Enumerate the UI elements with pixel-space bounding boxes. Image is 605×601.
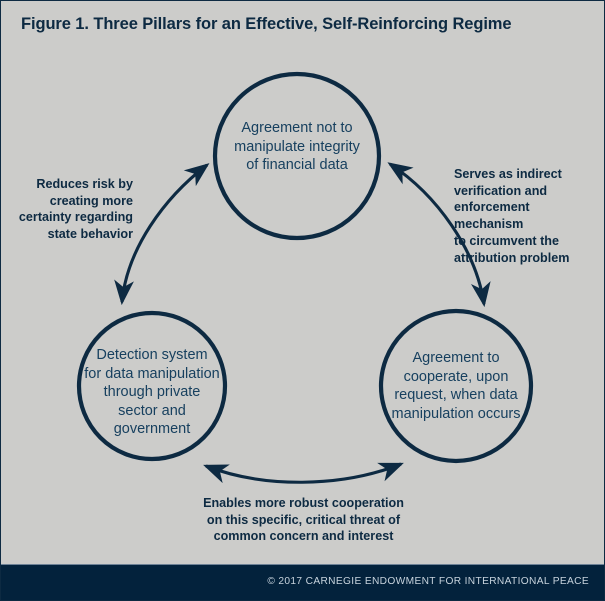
connector-label-line: creating more (49, 193, 133, 208)
figure-title: Figure 1. Three Pillars for an Effective… (21, 15, 512, 33)
footer-bar: © 2017 CARNEGIE ENDOWMENT FOR INTERNATIO… (1, 564, 604, 600)
connector-label-line: on this specific, critical threat of (206, 512, 401, 527)
node-circle-left (76, 310, 228, 462)
node-circle-right (378, 308, 534, 464)
node-label-line: Agreement not to (241, 120, 353, 136)
connector-label-line: attribution problem (454, 250, 570, 265)
node-label-line: request, when data (394, 387, 518, 404)
node-label-line: manipulate integrity (234, 138, 360, 155)
connector-arrow-right (387, 162, 491, 308)
connector-label-line: Serves as indirect (454, 167, 562, 181)
copyright-text: © 2017 CARNEGIE ENDOWMENT FOR INTERNATIO… (267, 576, 589, 587)
node-label-right: Agreement to cooperate, upon request, wh… (379, 349, 533, 423)
connector-label-left: Reduces risk by creating more certainty … (11, 176, 133, 243)
node-label-line: of financial data (246, 157, 348, 174)
connector-label-line: Enables more robust cooperation (203, 496, 404, 510)
node-label-line: Detection system (96, 347, 208, 363)
node-label-line: manipulation occurs (391, 405, 521, 422)
node-label-line: for data manipulation (84, 365, 220, 382)
node-label-line: Agreement to (412, 350, 500, 366)
connector-arrow-bottom (203, 462, 404, 484)
connector-arrow-left (114, 163, 210, 306)
node-label-line: cooperate, upon (403, 368, 509, 385)
connector-label-bottom: Enables more robust cooperation on this … (151, 495, 456, 545)
node-label-line: sector and (118, 402, 186, 419)
node-label-left: Detection system for data manipulation t… (73, 346, 231, 439)
connector-label-line: certainty regarding (18, 210, 133, 225)
node-circle-top (212, 71, 382, 241)
connector-label-line: common concern and interest (213, 529, 394, 544)
connector-label-line: state behavior (47, 227, 133, 242)
connector-label-line: verification and (454, 183, 548, 198)
node-label-line: through private (103, 384, 201, 401)
connector-label-line: to circumvent the (454, 233, 559, 248)
node-label-line: government (113, 421, 191, 438)
connector-label-line: Reduces risk by (36, 177, 133, 191)
connector-label-right: Serves as indirect verification and enfo… (454, 166, 596, 266)
connector-label-line: enforcement mechanism (454, 200, 530, 232)
node-label-top: Agreement not to manipulate integrity of… (215, 119, 379, 175)
